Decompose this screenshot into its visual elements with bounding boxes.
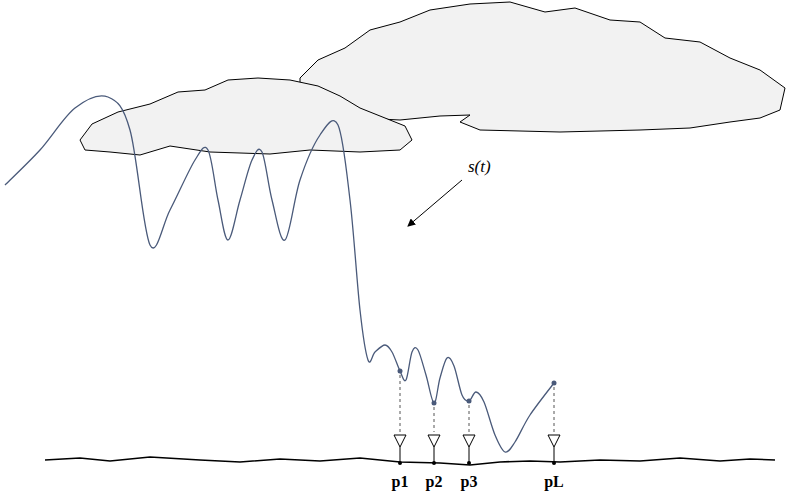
cloud bbox=[300, 2, 785, 132]
position-label: p3 bbox=[461, 474, 478, 490]
sample-dot bbox=[552, 381, 557, 386]
antenna-base bbox=[398, 461, 402, 465]
sample-line bbox=[554, 387, 555, 432]
antenna-mast bbox=[469, 447, 470, 462]
sample-line bbox=[434, 407, 435, 432]
signal-wave bbox=[5, 96, 554, 452]
cloud bbox=[80, 78, 412, 155]
leader-arrow bbox=[408, 180, 462, 226]
antenna-symbol bbox=[394, 435, 406, 447]
position-label: pL bbox=[544, 474, 564, 490]
antenna-symbol bbox=[463, 435, 475, 447]
sample-line bbox=[400, 375, 401, 432]
signal-label: s(t) bbox=[468, 158, 491, 175]
antenna-mast bbox=[554, 447, 555, 462]
antenna-symbol bbox=[428, 435, 440, 447]
ground bbox=[45, 457, 775, 465]
antenna-mast bbox=[400, 447, 401, 462]
position-label: p2 bbox=[426, 474, 443, 490]
sample-dot bbox=[432, 401, 437, 406]
antenna-symbol bbox=[548, 435, 560, 447]
antenna-base bbox=[552, 461, 556, 465]
sample-dot bbox=[467, 399, 472, 404]
sample-line bbox=[469, 405, 470, 432]
sample-dot bbox=[398, 369, 403, 374]
position-label: p1 bbox=[392, 474, 409, 490]
antenna-mast bbox=[434, 447, 435, 462]
antenna-base bbox=[432, 461, 436, 465]
antenna-base bbox=[467, 461, 471, 465]
